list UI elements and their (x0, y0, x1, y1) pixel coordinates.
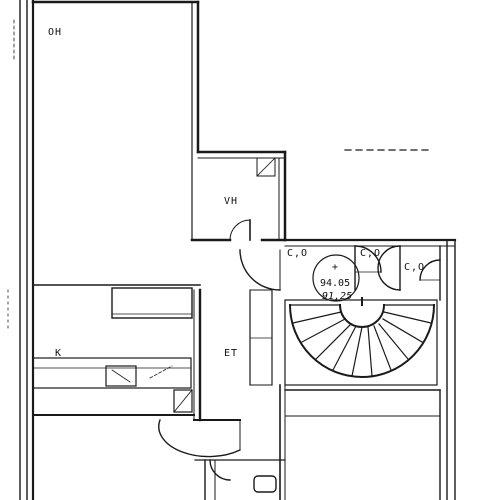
closet-walls (283, 238, 457, 500)
hall-door-swing (239, 249, 281, 291)
room-label-k: K (55, 348, 63, 359)
room-label-et: ET (224, 348, 239, 359)
closet-label-middle: C,O (360, 248, 382, 259)
room-et-walls (193, 288, 286, 500)
room-oh-walls (31, 0, 201, 286)
left-exterior-wall (7, 0, 35, 500)
spiral-staircase (284, 297, 438, 386)
elevation-plus-sign: + (332, 262, 339, 273)
elevation-level-handwritten: 91,25 (322, 291, 353, 302)
room-label-vh: VH (224, 196, 239, 207)
room-vh-walls (190, 150, 287, 242)
closet-label-right: C,O (404, 262, 426, 273)
elevation-level: 94.05 (320, 278, 351, 289)
closet-label-left: C,O (287, 248, 309, 259)
lower-door-and-wc (158, 419, 286, 500)
kitchen-counters (32, 287, 195, 416)
elevation-marker (312, 254, 360, 302)
room-label-oh: OH (48, 27, 63, 38)
lower-right-walls (284, 389, 441, 500)
